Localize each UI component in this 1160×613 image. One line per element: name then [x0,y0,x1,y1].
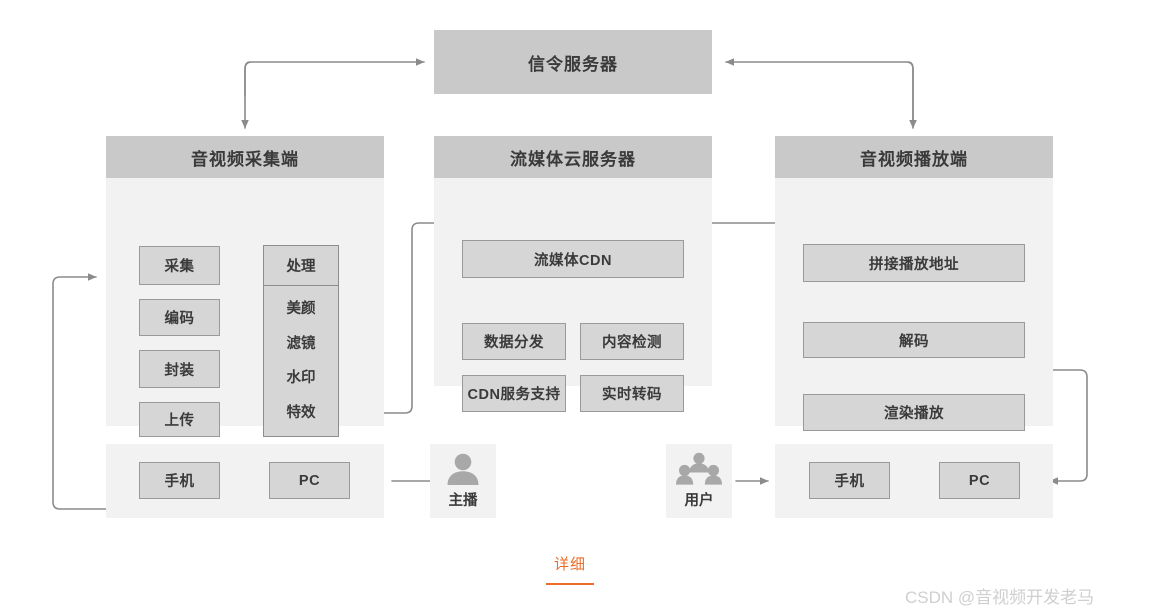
capture-device-panel: 手机 PC [106,444,384,518]
process-sub-items: 美颜 滤镜 水印 特效 [264,286,338,436]
node-upload[interactable]: 上传 [139,402,220,437]
node-process-label: 处理 [286,259,316,275]
wire-signaling-to-capture [241,61,251,129]
node-upload-label: 上传 [164,413,195,429]
player-panel-header: 音视频播放端 [775,136,1053,178]
node-decode[interactable]: 解码 [803,322,1025,358]
feature-data-distribution[interactable]: 数据分发 [462,323,566,360]
node-streaming-cdn-label: 流媒体CDN [534,252,612,269]
single-person-icon [443,452,483,486]
group-people-icon [676,452,722,486]
signaling-server-title: 信令服务器 [528,54,618,74]
actor-audience-label: 用户 [684,493,714,509]
node-play-url-label: 拼接播放地址 [869,256,959,273]
cloud-panel: 流媒体云服务器 流媒体CDN 数据分发 内容检测 CDN服务支持 实时转码 [434,136,712,412]
feature-data-distribution-label: 数据分发 [484,335,544,351]
feature-content-detection[interactable]: 内容检测 [580,323,684,360]
actor-audience[interactable]: 用户 [666,444,732,518]
node-decode-label: 解码 [899,333,929,350]
capture-panel-header: 音视频采集端 [106,136,384,178]
cloud-panel-body: 流媒体CDN 数据分发 内容检测 CDN服务支持 实时转码 [434,178,712,412]
player-panel: 音视频播放端 拼接播放地址 解码 渲染播放 [775,136,1053,431]
node-play-url[interactable]: 拼接播放地址 [803,244,1025,282]
node-collect-label: 采集 [164,259,195,275]
node-process-stack[interactable]: 处理 美颜 滤镜 水印 特效 [263,245,339,437]
cloud-panel-header: 流媒体云服务器 [434,136,712,178]
node-mux[interactable]: 封装 [139,350,220,388]
detail-link-label: 详细 [553,556,586,573]
node-encode-label: 编码 [164,311,195,327]
device-pc-capture-label: PC [298,472,321,489]
player-panel-title: 音视频播放端 [860,149,968,169]
signaling-server-box[interactable]: 信令服务器 [434,30,712,94]
process-item-watermark[interactable]: 水印 [286,370,316,386]
device-pc-player-label: PC [968,472,991,489]
process-item-filter[interactable]: 滤镜 [286,335,316,352]
detail-link[interactable]: 详细 [520,553,620,574]
node-encode[interactable]: 编码 [139,299,220,336]
device-phone-capture-label: 手机 [164,474,195,490]
node-render-play-label: 渲染播放 [884,406,944,422]
capture-panel: 音视频采集端 采集 编码 封装 上传 处理 美颜 滤镜 [106,136,384,437]
detail-link-underline [546,583,594,585]
node-mux-label: 封装 [164,362,195,379]
player-device-panel: 手机 PC [775,444,1053,518]
actor-anchor-label: 主播 [448,493,478,509]
cloud-panel-title: 流媒体云服务器 [510,149,636,169]
capture-panel-body: 采集 编码 封装 上传 处理 美颜 滤镜 水印 特效 [106,178,384,437]
node-process-header[interactable]: 处理 [264,246,338,286]
feature-cdn-support[interactable]: CDN服务支持 [462,375,566,412]
device-pc-player[interactable]: PC [939,462,1020,499]
actor-anchor[interactable]: 主播 [430,444,496,518]
device-phone-capture[interactable]: 手机 [139,462,220,499]
wire-capture-to-signaling [244,58,425,97]
feature-content-detection-label: 内容检测 [602,335,662,351]
device-phone-player-label: 手机 [834,474,865,490]
feature-realtime-transcode[interactable]: 实时转码 [580,375,684,412]
device-phone-player[interactable]: 手机 [809,462,890,499]
watermark: CSDN @音视频开发老马 [905,588,1095,607]
process-item-effects[interactable]: 特效 [286,404,316,421]
device-pc-capture[interactable]: PC [269,462,350,499]
wire-signaling-to-player [907,61,917,129]
feature-cdn-support-label: CDN服务支持 [467,387,561,403]
feature-realtime-transcode-label: 实时转码 [602,387,662,403]
node-collect[interactable]: 采集 [139,246,220,285]
process-item-beauty[interactable]: 美颜 [286,301,316,317]
player-panel-body: 拼接播放地址 解码 渲染播放 [775,178,1053,431]
wire-player-to-signaling [725,58,914,121]
capture-panel-title: 音视频采集端 [191,149,299,169]
node-streaming-cdn[interactable]: 流媒体CDN [462,240,684,278]
node-render-play[interactable]: 渲染播放 [803,394,1025,431]
